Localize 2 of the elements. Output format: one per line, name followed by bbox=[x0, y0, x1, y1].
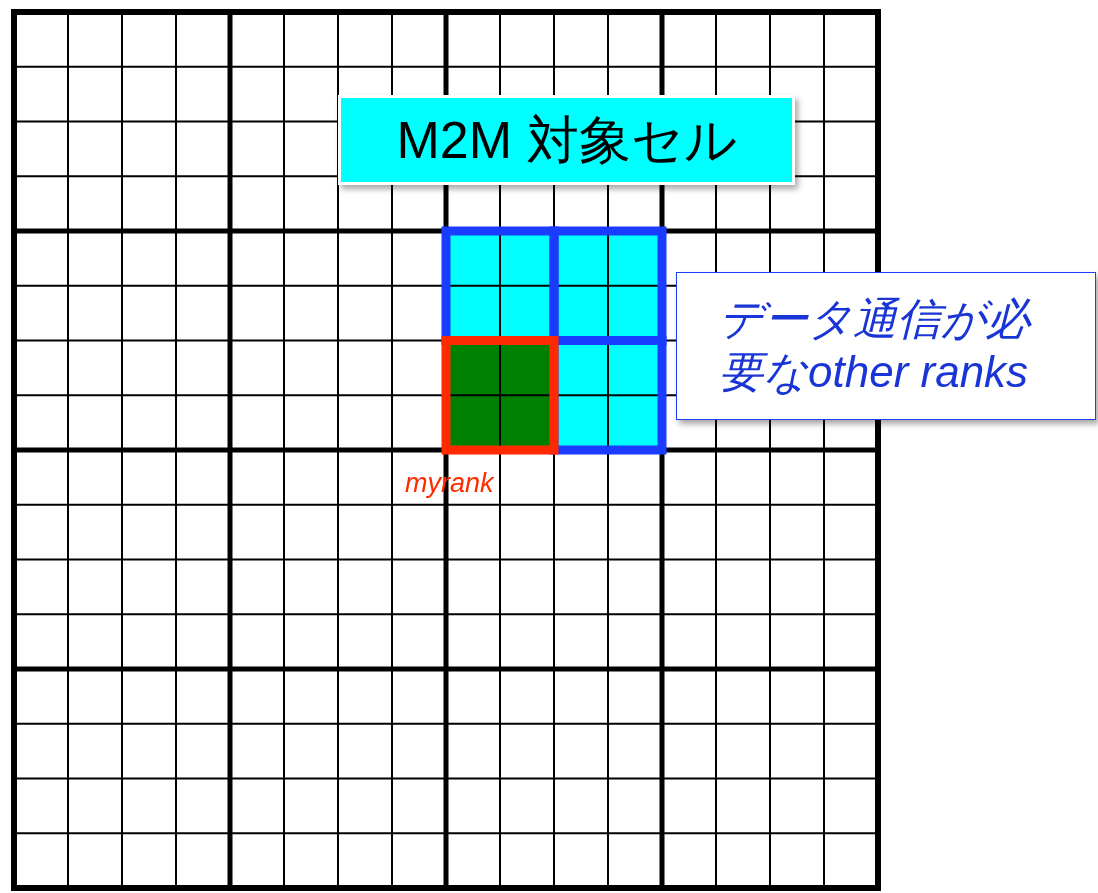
callout-box: データ通信が必要なother ranks bbox=[676, 272, 1096, 420]
title-box: M2M 対象セル bbox=[338, 95, 795, 185]
